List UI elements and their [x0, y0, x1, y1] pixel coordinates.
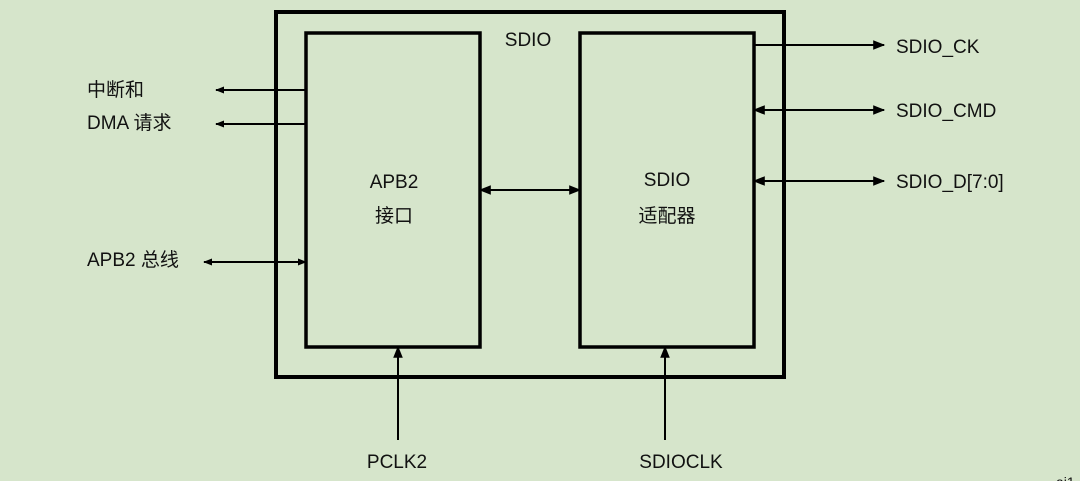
dma-request-label: DMA 请求 [87, 112, 171, 134]
apb2-block-subtitle: 接口 [375, 205, 413, 227]
sdio-ck-label: SDIO_CK [896, 37, 980, 58]
sdio-outer-box [274, 10, 786, 379]
outer-box-label: SDIO [505, 30, 551, 51]
sdio-block-title: SDIO [644, 170, 690, 191]
sdio-cmd-label: SDIO_CMD [896, 101, 996, 122]
apb2-block-title: APB2 [370, 172, 419, 193]
sdio-data-label: SDIO_D[7:0] [896, 172, 1004, 193]
sdio-block-subtitle: 适配器 [638, 205, 695, 227]
sdioclk-label: SDIOCLK [639, 452, 723, 473]
apb2-bus-label: APB2 总线 [87, 249, 179, 271]
pclk2-label: PCLK2 [367, 452, 427, 473]
figure-tag: ai1 [1056, 474, 1075, 481]
interrupt-label: 中断和 [87, 79, 144, 101]
